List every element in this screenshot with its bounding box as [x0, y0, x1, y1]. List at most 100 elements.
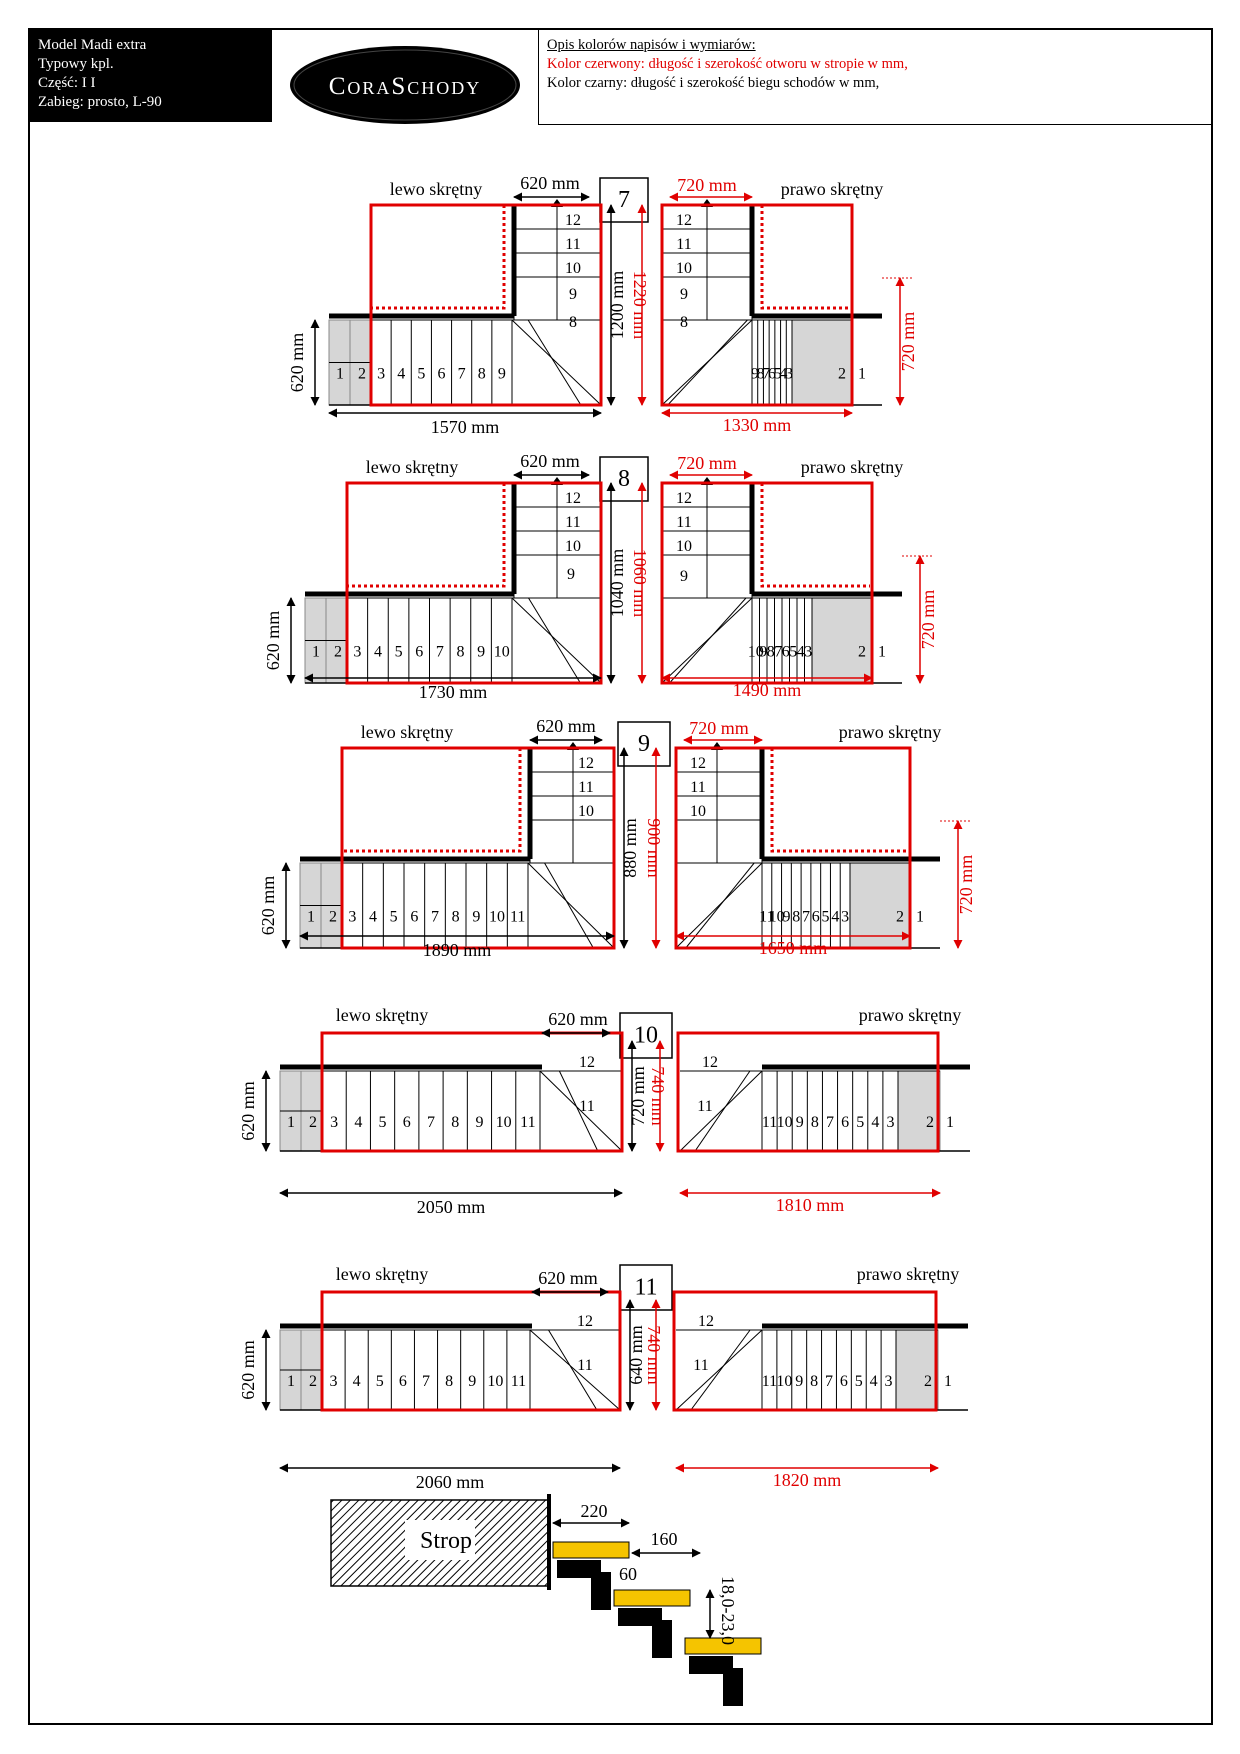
step-number: 12: [565, 212, 581, 229]
step-number: 11: [511, 1373, 526, 1390]
step-number: 8: [569, 314, 577, 331]
step-number: 12: [698, 1313, 714, 1330]
step-number: 8: [680, 314, 688, 331]
step-number: 9: [782, 909, 790, 926]
step-number: 1: [336, 366, 344, 383]
step-number: 7: [762, 366, 770, 383]
stringer-block: [652, 1620, 672, 1658]
legend-black-line: Kolor czarny: długość i szerokość biegu …: [547, 75, 880, 91]
step-number: 7: [436, 644, 444, 661]
flight-height-dimension: 1040 mm: [607, 549, 627, 618]
step-number: 10: [494, 644, 510, 661]
winder-line: [529, 1329, 621, 1411]
flight-height-dimension: 880 mm: [620, 818, 640, 878]
flight-length-dimension: 2060 mm: [416, 1472, 485, 1492]
winder-line: [539, 1070, 623, 1152]
step-number: 4: [797, 644, 805, 661]
left-hand-label: lewo skrętny: [336, 1005, 428, 1025]
hole-height-dimension: 740 mm: [648, 1066, 668, 1126]
winder-line: [511, 319, 602, 406]
step-number: 10: [777, 1114, 793, 1131]
step-number: 6: [403, 1114, 411, 1131]
model-name: Model Madi extra: [38, 37, 147, 53]
stringer-block: [689, 1656, 733, 1674]
variant-number: 11: [634, 1275, 657, 1301]
grey-start-steps: [811, 597, 873, 684]
step-number: 2: [896, 909, 904, 926]
step-number: 12: [702, 1054, 718, 1071]
step-number: 11: [762, 1373, 777, 1390]
ceiling-hole-outline: [345, 481, 603, 685]
step-number: 9: [569, 286, 577, 303]
hole-dotted-edge: [347, 483, 506, 588]
step-number: 7: [802, 909, 810, 926]
side-width-dimension: 620 mm: [238, 1340, 258, 1400]
variant-number-box: [617, 721, 671, 767]
ceiling-hole-outline: [340, 746, 616, 950]
hole-length-dimension: 1810 mm: [776, 1195, 845, 1215]
step-number: 8: [456, 644, 464, 661]
hole-height-dimension: 1060 mm: [630, 549, 650, 618]
step-number: 2: [924, 1373, 932, 1390]
step-number: 9: [498, 366, 506, 383]
step-number: 8: [811, 1114, 819, 1131]
ceiling-hole-outline: [660, 481, 874, 685]
step-number: 11: [565, 236, 580, 253]
winder-line: [690, 1329, 751, 1411]
flight-length-dimension: 1570 mm: [431, 417, 500, 437]
right-hand-label: prawo skrętny: [801, 457, 903, 477]
winder-line: [667, 319, 748, 406]
winder-line: [694, 1070, 751, 1152]
step-number: 11: [697, 1098, 712, 1115]
step-number: 11: [676, 514, 691, 531]
right-hand-label: prawo skrętny: [839, 722, 941, 742]
step-number: 10: [565, 260, 581, 277]
step-number: 6: [840, 1373, 848, 1390]
step-number: 6: [782, 644, 790, 661]
hole-side-dimension: 720 mm: [898, 312, 918, 372]
step-number: 8: [810, 1373, 818, 1390]
hole-length-dimension: 1820 mm: [773, 1470, 842, 1490]
coraschody-logo: CoraSchody: [290, 46, 520, 124]
step-number: 7: [826, 1114, 834, 1131]
step-number: 1: [878, 644, 886, 661]
strop-label-bg: [405, 1520, 475, 1560]
step-number: 8: [445, 1373, 453, 1390]
side-width-dimension: 620 mm: [263, 611, 283, 671]
tread-board: [613, 1589, 691, 1607]
step-number: 10: [769, 909, 785, 926]
step-number: 11: [693, 1357, 708, 1374]
step-number: 6: [399, 1373, 407, 1390]
winder-line: [661, 597, 753, 684]
step-number: 10: [676, 538, 692, 555]
step-number: 3: [804, 644, 812, 661]
right-hand-label: prawo skrętny: [857, 1264, 959, 1284]
winder-line: [675, 1329, 763, 1411]
step-number: 6: [415, 644, 423, 661]
step-number: 4: [374, 644, 382, 661]
hole-length-dimension: 1650 mm: [759, 938, 828, 958]
tread-board: [552, 1541, 630, 1559]
step-number: 2: [334, 644, 342, 661]
step-number: 10: [578, 803, 594, 820]
step-number: 4: [397, 366, 405, 383]
upper-flight: [529, 747, 615, 864]
legend-red-line: Kolor czerwony: długość i szerokość otwo…: [547, 56, 908, 72]
step-number: 9: [475, 1114, 483, 1131]
winder-line: [528, 597, 581, 684]
flight-height-dimension: 1200 mm: [607, 271, 627, 340]
variant-number: 10: [634, 1023, 658, 1049]
step-number: 9: [680, 568, 688, 585]
step-number: 11: [759, 909, 774, 926]
step-number: 11: [690, 779, 705, 796]
step-number: 5: [390, 909, 398, 926]
step-number: 5: [822, 909, 830, 926]
ceiling-hole-outline: [676, 1031, 940, 1153]
step-number: 1: [858, 366, 866, 383]
